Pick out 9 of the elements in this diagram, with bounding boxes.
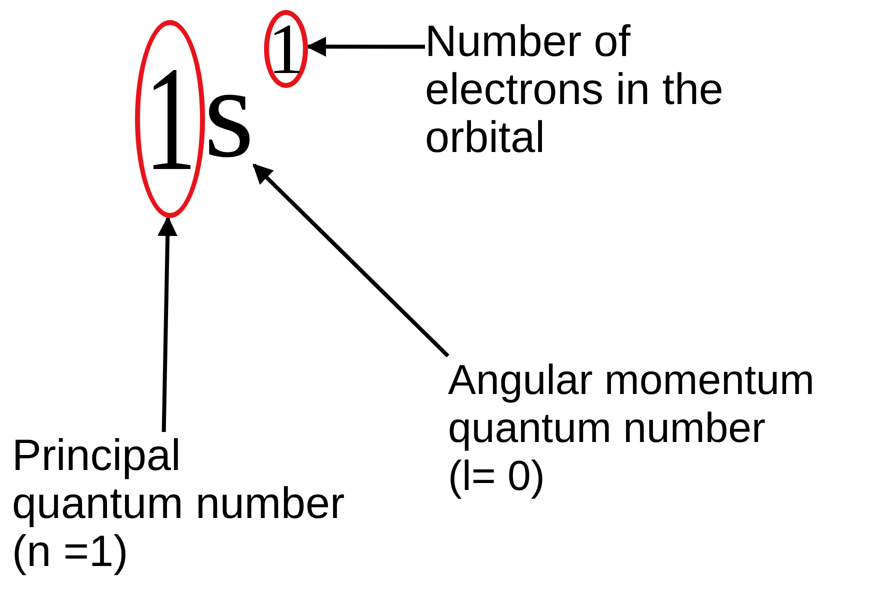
arrow (306, 36, 425, 57)
arrow (158, 216, 178, 432)
circled-superscript: 1 (264, 10, 308, 88)
annotation-text: Angular momentum quantum number (l= 0) (448, 356, 820, 500)
annotation-text: Principal quantum number (n =1) (12, 432, 357, 576)
arrow (252, 164, 450, 358)
circled-digit: 1 (135, 20, 205, 218)
annotation-text: Number of electrons in the orbital (425, 18, 765, 162)
orbital-letter: s (204, 60, 254, 165)
